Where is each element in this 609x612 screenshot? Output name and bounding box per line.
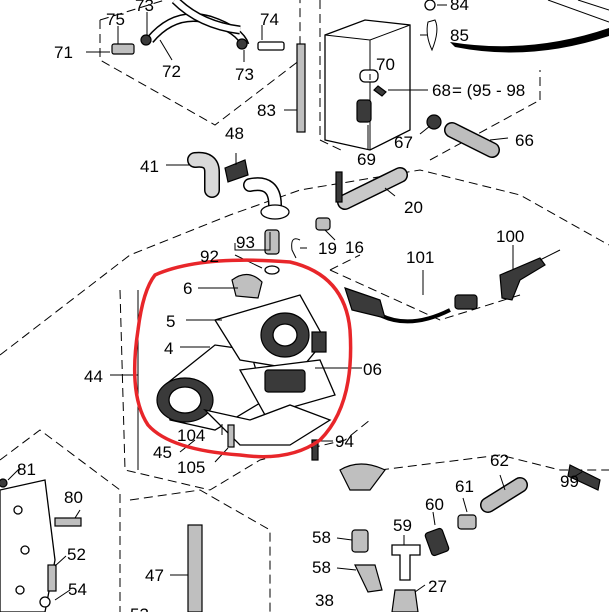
- clamp-73b-shape: [236, 38, 248, 50]
- callout-58b: 58: [312, 558, 331, 577]
- callout-80: 80: [64, 488, 83, 507]
- callout-105: 105: [177, 458, 205, 477]
- callout-73b: 73: [235, 65, 254, 84]
- callout-62: 62: [490, 451, 509, 470]
- fitting-16-shape: [315, 217, 331, 231]
- tee-59-shape: [391, 544, 421, 581]
- hose-101-shape: [379, 308, 451, 324]
- fitting-69-shape: [356, 99, 372, 123]
- callout-16: 16: [345, 238, 364, 257]
- boundary-pump-group: [119, 289, 371, 491]
- callout-45: 45: [153, 443, 172, 462]
- boundary-hose-group: [99, 0, 301, 126]
- callout-5: 5: [166, 312, 175, 331]
- fitting-68-shape: [373, 85, 387, 97]
- callout-47: 47: [145, 566, 164, 585]
- callout-70: 70: [376, 55, 395, 74]
- cap-70-shape: [359, 69, 379, 83]
- callout-85: 85: [450, 26, 469, 45]
- strip-83-shape: [296, 43, 306, 133]
- callout-60: 60: [425, 495, 444, 514]
- bracket-top-shape: [339, 463, 386, 491]
- callout-75: 75: [106, 10, 125, 29]
- fitting-58a-shape: [351, 529, 369, 553]
- callout-67: 67: [394, 133, 413, 152]
- callout-27: 27: [428, 577, 447, 596]
- callout-94: 94: [335, 432, 354, 451]
- callout-83: 83: [257, 101, 276, 120]
- callout-54: 54: [68, 580, 87, 599]
- callout-66: 66: [515, 131, 534, 150]
- elbow-58b-shape: [354, 564, 383, 593]
- bolt-80-shape: [54, 517, 82, 527]
- tank-outline-stroke: [450, 28, 609, 53]
- callout-100: 100: [496, 227, 524, 246]
- callout-41: 41: [140, 157, 159, 176]
- highlight-circle: [132, 258, 353, 459]
- callout-72: 72: [162, 62, 181, 81]
- callout-61: 61: [455, 477, 474, 496]
- callout-68: 68: [432, 81, 451, 100]
- boundary-lower-mid: [129, 489, 271, 612]
- spray-gun-100-shape: [499, 257, 546, 301]
- clamp-48-shape: [224, 159, 249, 183]
- strip-47-shape: [187, 524, 203, 612]
- boundary-tank-group: [319, 0, 541, 161]
- boundary-hose-101: [329, 254, 521, 321]
- hook-19-shape: [291, 238, 301, 259]
- plug-67-shape: [426, 114, 442, 130]
- callout-84: 84: [450, 0, 469, 14]
- boundary-lower-right: [379, 454, 609, 471]
- callout-69: 69: [357, 150, 376, 169]
- callout-74: 74: [260, 10, 279, 29]
- callout-93: 93: [236, 233, 255, 252]
- callout-92: 92: [200, 247, 219, 266]
- tank-68-shape: [324, 19, 411, 151]
- callout-44: 44: [84, 367, 103, 386]
- coupling-101-shape: [344, 287, 386, 319]
- callout-104: 104: [177, 426, 205, 445]
- callout-06: 06: [363, 360, 382, 379]
- callout-81: 81: [17, 460, 36, 479]
- fitting-27-shape: [391, 589, 419, 612]
- callout-58: 58: [312, 528, 331, 547]
- washer-54-shape: [39, 596, 51, 608]
- fitting-75-shape: [111, 43, 135, 55]
- callout-19: 19: [318, 239, 337, 258]
- callout-4: 4: [164, 339, 173, 358]
- clamp-73-shape: [140, 34, 152, 46]
- clamp-61-shape: [457, 514, 477, 530]
- boundary-lower-left: [0, 429, 121, 612]
- callout-73: 73: [135, 0, 154, 15]
- callout-labels: 75 73 74 71 72 73 84 85 70 68 = (95 - 98…: [17, 0, 579, 612]
- callout-71: 71: [54, 43, 73, 62]
- pump-assembly-shape: [156, 273, 336, 461]
- callout-38: 38: [315, 591, 334, 610]
- bolt-52-shape: [47, 564, 57, 592]
- nut-81-shape: [0, 478, 8, 488]
- boundary-main-frame: [0, 169, 609, 356]
- callout-68-range: = (95 - 98: [452, 81, 525, 100]
- callout-48: 48: [225, 124, 244, 143]
- bracket-plate-shape: [0, 479, 56, 612]
- callout-52: 52: [67, 545, 86, 564]
- callout-53: 53: [130, 605, 149, 612]
- tank-diagonal-lines: [547, 0, 609, 23]
- fitting-74-shape: [257, 41, 285, 51]
- callout-20: 20: [404, 198, 423, 217]
- carabiner-85-shape: [426, 19, 438, 52]
- plug-84-shape: [424, 0, 436, 11]
- seal-92-shape: [264, 265, 280, 275]
- valve-60-shape: [424, 527, 450, 557]
- callout-6: 6: [183, 279, 192, 298]
- nozzle-99-shape: [567, 464, 601, 491]
- filter-93-shape: [264, 229, 280, 255]
- callout-59: 59: [393, 516, 412, 535]
- callout-101: 101: [406, 248, 434, 267]
- callout-99: 99: [560, 472, 579, 491]
